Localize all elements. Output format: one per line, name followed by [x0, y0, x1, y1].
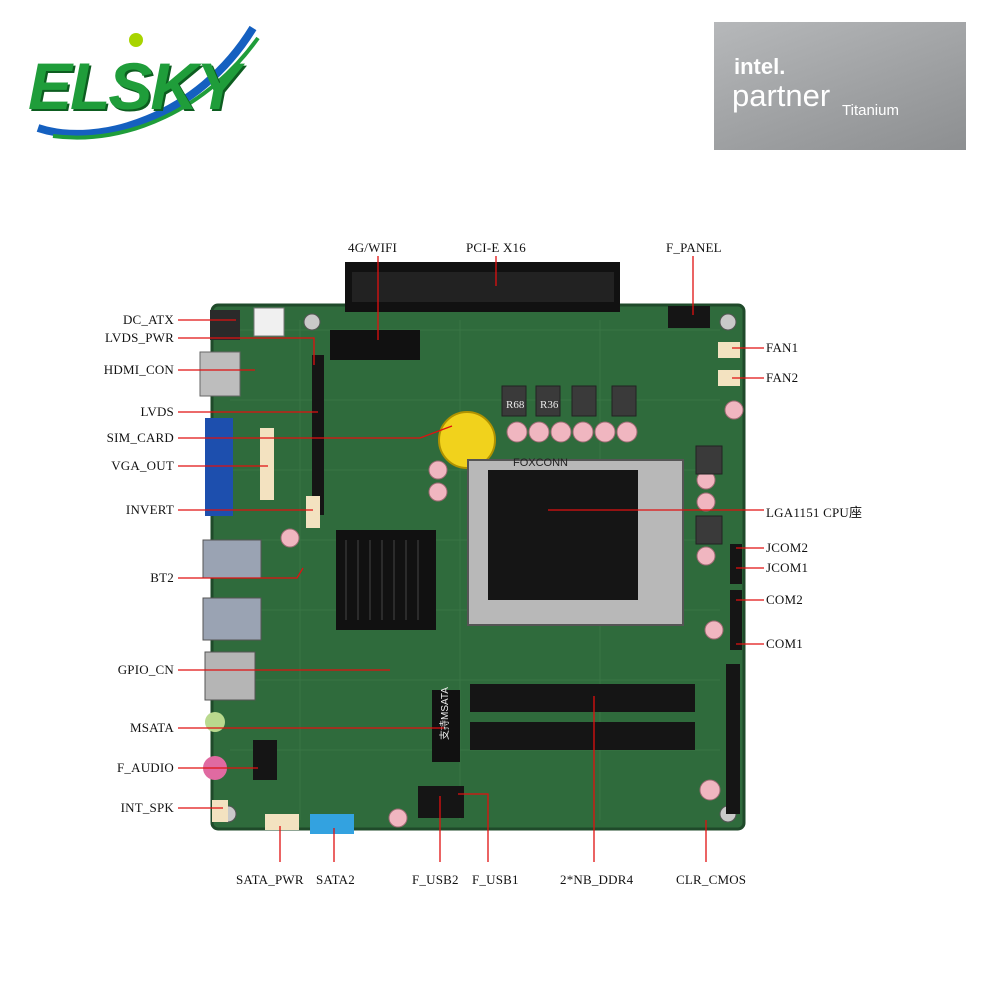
label-lga1151-cpu: LGA1151 CPU座: [766, 505, 863, 520]
logo-swoosh-icon: [36, 25, 260, 140]
label-ddr4: 2*NB_DDR4: [560, 872, 634, 887]
label-bt2: BT2: [150, 570, 174, 585]
label-sim-card: SIM_CARD: [106, 430, 174, 445]
label-jcom2: JCOM2: [766, 540, 809, 555]
label-f-usb2: F_USB2: [412, 872, 459, 887]
label-dc-atx: DC_ATX: [122, 312, 174, 327]
socket-brand: FOXCONN: [513, 457, 568, 469]
chip-marking-b: R36: [540, 399, 559, 411]
leader-lines: [178, 256, 764, 862]
label-msata: MSATA: [129, 720, 174, 735]
label-f-usb1: F_USB1: [472, 872, 519, 887]
label-fan2: FAN2: [766, 370, 799, 385]
label-hdmi-con: HDMI_CON: [103, 362, 174, 377]
label-int-spk: INT_SPK: [120, 800, 174, 815]
label-pcie-x16: PCI-E X16: [466, 240, 526, 255]
label-sata-pwr: SATA_PWR: [236, 872, 304, 887]
intel-partner-text: partner: [732, 78, 831, 113]
label-f-panel: F_PANEL: [666, 240, 722, 255]
label-lvds-pwr: LVDS_PWR: [104, 330, 174, 345]
elsky-logo: ELSKY: [18, 8, 268, 148]
label-clr-cmos: CLR_CMOS: [676, 872, 747, 887]
label-com2: COM2: [766, 592, 803, 607]
intel-partner-badge: intel. partner Titanium: [714, 22, 966, 150]
label-gpio-cn: GPIO_CN: [117, 662, 174, 677]
label-vga-out: VGA_OUT: [111, 458, 174, 473]
label-lvds: LVDS: [140, 404, 174, 419]
logo-text: ELSKY: [28, 49, 240, 123]
label-jcom1: JCOM1: [766, 560, 809, 575]
label-sata2: SATA2: [316, 872, 355, 887]
label-4g-wifi: 4G/WIFI: [348, 240, 398, 255]
intel-brand: intel.: [734, 54, 786, 79]
intel-tier: Titanium: [842, 102, 899, 119]
msata-print: 支持MSATA: [438, 687, 451, 740]
label-fan1: FAN1: [766, 340, 799, 355]
chip-marking-a: R68: [506, 399, 525, 411]
label-com1: COM1: [766, 636, 803, 651]
label-invert: INVERT: [125, 502, 174, 517]
label-f-audio: F_AUDIO: [116, 760, 174, 775]
